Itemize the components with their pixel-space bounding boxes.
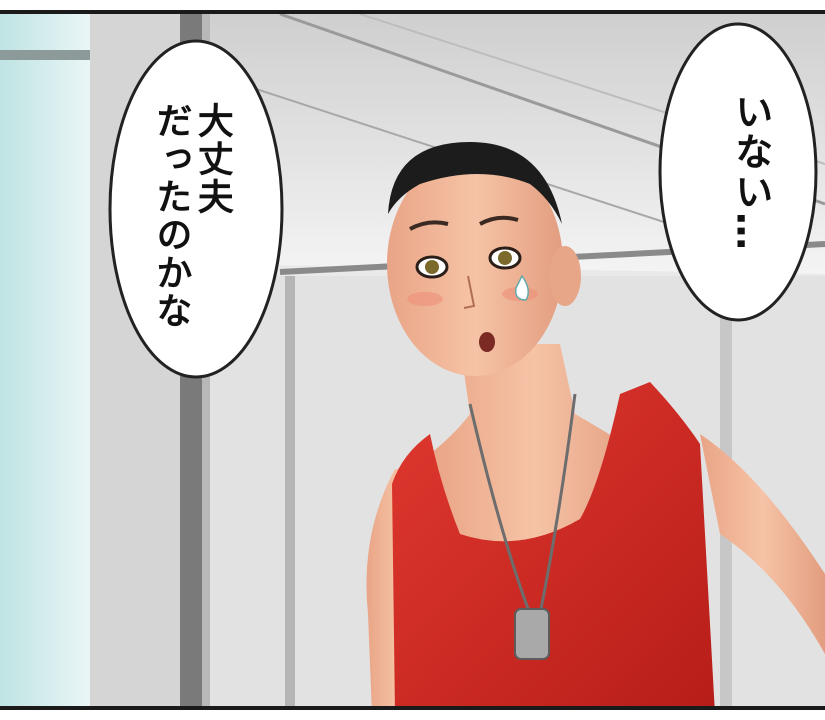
speech-left-line1: 大丈夫 (191, 102, 233, 216)
mouth (479, 332, 495, 352)
speech-left-line2: だったのかな (150, 102, 192, 330)
lanyard (468, 403, 532, 615)
ear (549, 246, 581, 306)
whistle (514, 608, 550, 660)
right-arm (700, 434, 825, 654)
speech-text-right: いない… (728, 92, 773, 252)
speech-text-left: 大丈夫 だったのかな (150, 102, 233, 330)
speech-right-line1: いない… (728, 92, 773, 252)
face (387, 152, 563, 376)
window-left (0, 14, 90, 706)
hair (388, 142, 562, 224)
panel-artwork (0, 14, 825, 706)
manga-panel: 大丈夫 だったのかな いない… (0, 10, 825, 710)
speech-bubble-left (108, 39, 284, 379)
speech-bubble-right (658, 22, 818, 322)
